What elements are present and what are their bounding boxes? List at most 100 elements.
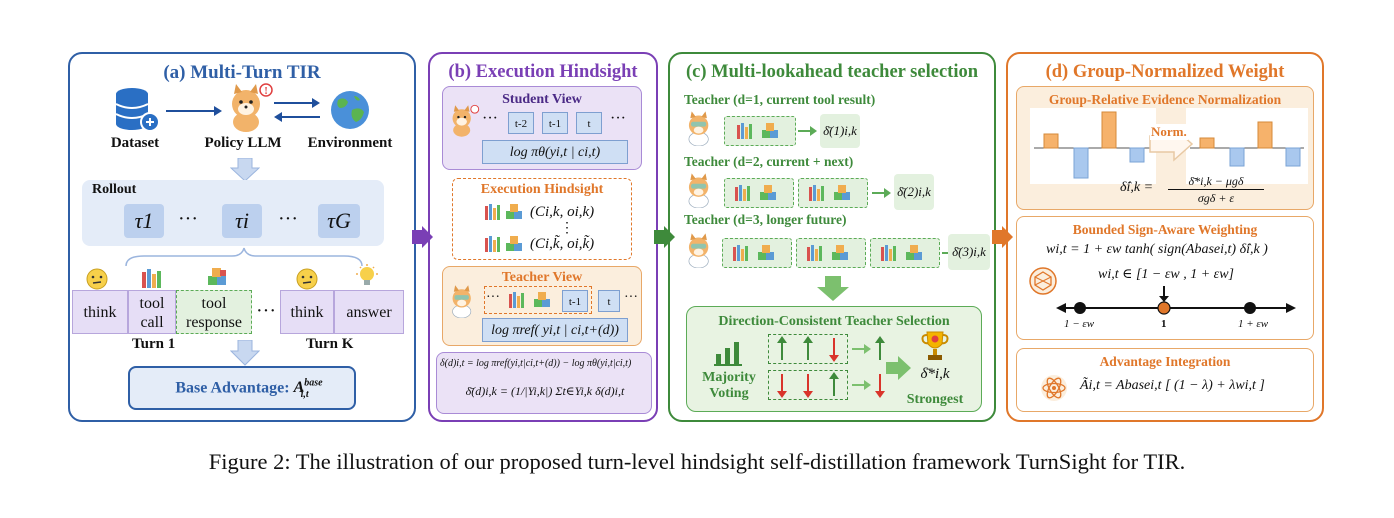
right-block-arrow xyxy=(886,356,911,380)
execution-hindsight-title: Execution Hindsight xyxy=(480,182,604,197)
rollout-dots-2: ··· xyxy=(278,208,298,230)
teacher-1-context xyxy=(724,116,796,146)
think-text-1: think xyxy=(83,304,117,321)
thinking-face-icon-2 xyxy=(296,268,318,290)
gren-lhs-text: δ̂i,k xyxy=(1120,180,1141,195)
tau1-text: τ1 xyxy=(134,208,154,233)
majority-label: Majority xyxy=(702,370,756,385)
teacher-1-icon xyxy=(688,111,709,146)
teacher-dots-2: ··· xyxy=(624,290,638,305)
think-text-2: think xyxy=(290,304,324,321)
axis-left-label: 1 − εw xyxy=(1064,318,1095,330)
network-icon xyxy=(1029,267,1057,295)
trajectory-i: τi xyxy=(222,204,262,238)
axis-mid-label: 1 xyxy=(1161,318,1167,330)
dataset-label: Dataset xyxy=(110,135,160,151)
teacher-1-blocks xyxy=(737,123,778,139)
tau-i-text: τi xyxy=(235,208,249,233)
voting-label: Voting xyxy=(709,386,749,401)
tool-response-cell: tool response xyxy=(176,290,252,334)
student-token-text-1: t-1 xyxy=(548,118,562,130)
policy-llm-label: Policy LLM xyxy=(204,135,282,151)
globe-icon xyxy=(331,91,369,129)
down-arrow-selection xyxy=(817,276,849,301)
panel-d-title: (d) Group-Normalized Weight xyxy=(1045,62,1285,82)
teacher-token-text-0: t-1 xyxy=(568,296,582,308)
trajectory-G: τG xyxy=(318,204,360,238)
delta-bar-eq: δ̄(d)i,k = (1/|Yi,k|) Σt∈Yi,k δ(d)i,t xyxy=(465,384,625,398)
svg-text:!: ! xyxy=(264,86,267,97)
panel-a-title: (a) Multi-Turn TIR xyxy=(163,62,321,83)
teacher-logprob-box: log πref( yi,t | ci,t+(d)) xyxy=(482,318,628,342)
student-dots-2: ··· xyxy=(610,110,626,127)
answer-cell: answer xyxy=(334,290,404,334)
student-logprob-text: log πθ(yi,t | ci,t) xyxy=(509,145,601,160)
turn-1-label: Turn 1 xyxy=(132,336,176,352)
strongest-delta: δ̄*i,k xyxy=(920,366,950,382)
turn-k-label: Turn K xyxy=(306,336,354,352)
student-shiba-icon xyxy=(452,104,480,137)
teacher-1-arrow xyxy=(798,126,817,136)
norm-label: Norm. xyxy=(1150,124,1188,140)
gren-formula-den: σgδ + ε xyxy=(1197,191,1235,205)
brace xyxy=(125,247,363,267)
lightbulb-icon xyxy=(356,264,378,285)
student-token-text-2: t xyxy=(587,118,591,130)
atom-icon xyxy=(1041,375,1067,401)
teacher-3-blocks-2 xyxy=(807,245,848,261)
teacher-3-delta: δ̄(3)i,k xyxy=(948,234,990,270)
arrow-a-to-b xyxy=(412,226,433,248)
panel-group-normalized-weight: (d) Group-Normalized Weight xyxy=(1006,52,1324,422)
vote-row-1 xyxy=(768,334,848,364)
result-blocks-icon xyxy=(208,268,226,285)
base-advantage-formula: Abasei,t xyxy=(293,378,323,400)
trophy-icon xyxy=(921,331,949,360)
tools-icon xyxy=(142,269,161,288)
teacher-1-label: Teacher (d=1, current tool result) xyxy=(684,92,876,107)
exec-formula-2: (Ci,k̃, oi,k̃) xyxy=(530,236,595,252)
teacher-3-blocks-1 xyxy=(733,245,774,261)
arrows-policy-environment xyxy=(274,98,320,122)
teacher-2-arrow xyxy=(872,188,891,198)
bsaw-box xyxy=(1016,216,1314,340)
trajectory-1: τ1 xyxy=(124,204,164,238)
bar-chart-icon xyxy=(714,342,742,366)
tool-call-text: tool call xyxy=(139,295,165,331)
student-token-t-1: t-1 xyxy=(542,112,568,134)
vote-arrows xyxy=(777,336,885,398)
tool-response-text: tool response xyxy=(186,295,242,331)
exec-blocks-icon-1 xyxy=(485,204,522,220)
advantage-integration-title: Advantage Integration xyxy=(1099,354,1231,369)
advantage-integration-eq: Ãi,t = Abasei,t [ (1 − λ) + λwi,t ] xyxy=(1080,378,1265,393)
exec-blocks-icon-2 xyxy=(485,236,522,252)
rollout-label: Rollout xyxy=(92,182,137,197)
down-arrow-rollout xyxy=(230,158,260,182)
base-advantage-text: Base Advantage: xyxy=(175,379,290,397)
student-logprob-box: log πθ(yi,t | ci,t) xyxy=(482,140,628,164)
weight-axis xyxy=(1056,286,1296,315)
student-token-text-0: t-2 xyxy=(514,118,528,130)
teacher-2-icon xyxy=(688,173,709,208)
teacher-shiba-icon xyxy=(452,285,472,318)
database-icon xyxy=(115,88,160,132)
tau-G-text: τG xyxy=(327,208,351,233)
exec-vdots: ⋮ xyxy=(560,221,574,236)
vote-row-2 xyxy=(768,370,848,400)
base-advantage-label: Base Advantage: Abasei,t xyxy=(128,378,356,400)
gren-formula-num: δ̄*i,k − μgδ xyxy=(1168,174,1264,190)
teacher-context-dashed xyxy=(484,286,592,314)
strongest-label: Strongest xyxy=(906,392,964,407)
gren-bars-left xyxy=(1034,111,1152,179)
execution-hindsight-box xyxy=(452,178,632,260)
teacher-2-label: Teacher (d=2, current + next) xyxy=(684,154,854,169)
teacher-selection-title: Direction-Consistent Teacher Selection xyxy=(718,314,950,329)
teacher-2-delta: δ̄(2)i,k xyxy=(894,174,934,210)
teacher-3-label: Teacher (d=3, longer future) xyxy=(684,212,847,227)
rollout-dots-1: ··· xyxy=(178,208,198,230)
down-arrow-advantage xyxy=(230,340,260,366)
arrow-c-to-d xyxy=(992,226,1013,248)
panel-c-title: (c) Multi-lookahead teacher selection xyxy=(686,62,978,82)
teacher-1-delta: δ̄(1)i,k xyxy=(820,114,860,148)
student-token-t: t xyxy=(576,112,602,134)
gren-formula-lhs: δ̂i,k = xyxy=(1120,180,1154,195)
